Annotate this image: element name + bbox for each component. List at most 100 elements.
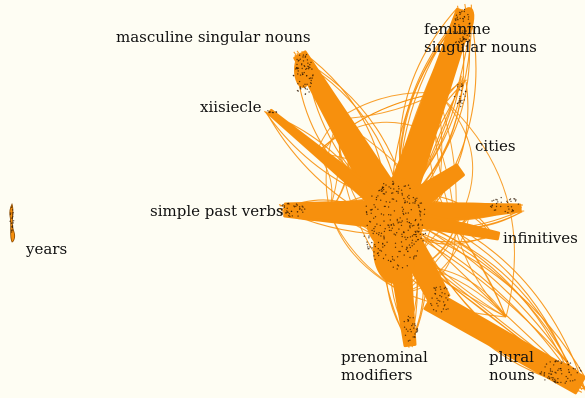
graph-node <box>383 183 385 185</box>
graph-node <box>549 370 552 372</box>
graph-node <box>383 237 385 239</box>
graph-node <box>462 42 465 45</box>
graph-node <box>407 229 409 231</box>
graph-node <box>462 30 464 32</box>
graph-node <box>434 289 437 291</box>
graph-node <box>430 303 432 305</box>
graph-node <box>447 299 449 301</box>
graph-node <box>460 85 463 88</box>
graph-node <box>401 245 403 248</box>
graph-node <box>517 203 520 205</box>
cluster-blobs <box>9 7 585 395</box>
graph-node <box>400 221 402 224</box>
graph-node <box>304 56 306 58</box>
graph-node <box>377 248 379 250</box>
graph-node <box>494 209 497 211</box>
graph-node <box>459 100 462 102</box>
graph-node <box>554 371 556 373</box>
graph-node <box>435 286 437 289</box>
graph-node <box>463 15 466 18</box>
graph-node <box>514 200 517 202</box>
graph-node <box>301 64 303 66</box>
graph-node <box>383 193 386 195</box>
graph-node <box>405 328 408 330</box>
graph-node <box>398 221 400 223</box>
graph-node <box>463 99 465 101</box>
graph-node <box>301 63 303 65</box>
graph-node <box>470 25 472 28</box>
graph-edge <box>316 92 438 154</box>
graph-node <box>12 222 14 224</box>
graph-node <box>461 99 463 102</box>
graph-node <box>388 229 391 232</box>
graph-node <box>373 227 375 230</box>
graph-node <box>289 215 291 218</box>
graph-node <box>298 206 301 208</box>
graph-node <box>500 196 502 199</box>
graph-node <box>567 377 569 380</box>
graph-node <box>307 68 310 70</box>
graph-node <box>277 209 279 211</box>
graph-node <box>380 250 383 252</box>
graph-edge <box>454 226 507 318</box>
graph-node <box>383 230 386 233</box>
graph-node <box>404 236 406 238</box>
graph-node <box>422 233 425 236</box>
graph-node <box>369 246 371 248</box>
graph-node <box>543 375 545 377</box>
graph-node <box>554 361 556 363</box>
graph-node <box>407 184 410 186</box>
graph-node <box>457 46 459 48</box>
graph-node <box>544 366 546 368</box>
graph-node <box>309 85 311 88</box>
graph-node <box>418 206 420 209</box>
graph-node <box>11 217 13 219</box>
graph-node <box>385 201 387 203</box>
graph-node <box>11 231 13 233</box>
graph-node <box>462 32 464 34</box>
graph-node <box>559 368 562 370</box>
graph-node <box>375 196 378 199</box>
graph-node <box>297 90 299 92</box>
graph-node <box>556 381 558 383</box>
graph-node <box>439 300 441 302</box>
graph-node <box>382 186 385 189</box>
label-masculine-singular-nouns: masculine singular nouns <box>116 28 311 46</box>
graph-node <box>392 198 395 200</box>
graph-node <box>366 241 368 243</box>
graph-node <box>394 242 397 244</box>
graph-node <box>462 84 464 87</box>
graph-node <box>418 205 420 207</box>
graph-node <box>560 369 562 372</box>
graph-node <box>10 206 13 208</box>
graph-node <box>421 224 424 226</box>
graph-node <box>306 88 308 90</box>
graph-node <box>404 185 407 187</box>
graph-node <box>507 205 509 208</box>
graph-node <box>552 379 554 381</box>
graph-node <box>311 77 313 79</box>
graph-node <box>403 185 405 187</box>
graph-node <box>458 24 460 26</box>
graph-node <box>380 190 383 192</box>
cluster-core <box>373 216 417 284</box>
graph-node <box>391 198 393 200</box>
graph-node <box>440 288 442 290</box>
graph-node <box>445 308 447 311</box>
graph-node <box>369 221 372 223</box>
graph-node <box>374 258 376 261</box>
graph-node <box>410 223 412 225</box>
graph-node <box>271 111 274 114</box>
graph-node <box>545 363 548 365</box>
graph-node <box>412 323 414 325</box>
graph-node <box>10 222 13 224</box>
graph-node <box>299 58 301 60</box>
graph-node <box>304 208 306 210</box>
graph-node <box>382 257 385 260</box>
graph-node <box>411 225 414 227</box>
graph-node <box>392 182 395 184</box>
graph-node <box>467 32 470 35</box>
graph-node <box>404 334 407 336</box>
graph-node <box>556 360 558 363</box>
graph-node <box>456 31 458 33</box>
